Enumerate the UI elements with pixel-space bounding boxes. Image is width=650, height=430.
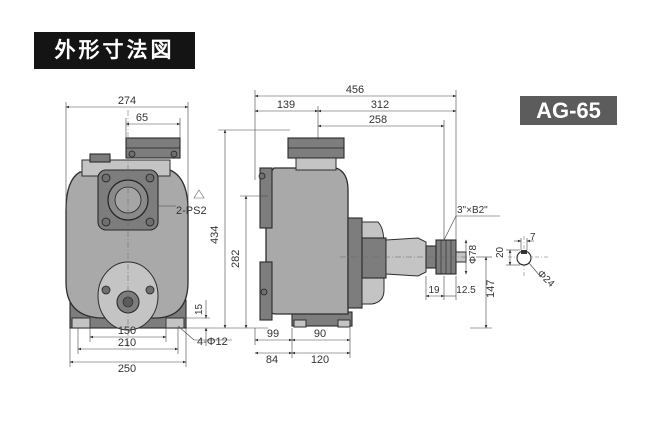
inlet-distance-label: 139 bbox=[277, 99, 295, 111]
base-part1-label: 99 bbox=[267, 328, 279, 340]
base-span1-label: 84 bbox=[266, 354, 278, 366]
bearing-housing bbox=[361, 237, 387, 279]
bolt-span-label: 150 bbox=[118, 325, 136, 337]
pulley-dia-label: Φ78 bbox=[468, 244, 479, 264]
drawing-title: 外形寸法図 bbox=[34, 32, 195, 69]
base-overall-label: 250 bbox=[118, 363, 136, 375]
port-size-label: 2-PS2 bbox=[176, 205, 207, 217]
mount-holes-label: 4-Φ12 bbox=[197, 336, 228, 348]
base-span2-label: 120 bbox=[311, 354, 329, 366]
shaft-dia-label: Φ24 bbox=[535, 268, 557, 290]
flange-distance-label: 258 bbox=[369, 114, 387, 126]
key-detail: 7 20 Φ24 bbox=[495, 232, 556, 290]
front-view: 274 65 2-PS2 150 210 250 15 4-Φ12 434 bbox=[65, 95, 290, 375]
shaft-len-label: 19 bbox=[428, 285, 440, 296]
overall-length-label: 456 bbox=[346, 84, 364, 96]
key-width-label: 7 bbox=[530, 232, 536, 243]
pump-casing-side bbox=[265, 167, 349, 315]
front-width-label: 274 bbox=[118, 95, 136, 107]
overall-height-label: 434 bbox=[209, 226, 221, 244]
shaft-height-label: 147 bbox=[485, 280, 497, 298]
center-height-label: 282 bbox=[230, 250, 242, 268]
shaft-end-label: 312 bbox=[371, 99, 389, 111]
base-height-label: 15 bbox=[194, 303, 205, 315]
side-view: 456 139 312 258 282 99 90 84 120 3"×B2" … bbox=[230, 84, 500, 366]
key-height-label: 20 bbox=[495, 246, 506, 258]
base-part2-label: 90 bbox=[314, 328, 326, 340]
shaft-len2-label: 12.5 bbox=[456, 285, 476, 296]
base-inner-label: 210 bbox=[118, 337, 136, 349]
flange-width-label: 65 bbox=[136, 112, 148, 124]
pulley-spec-label: 3"×B2" bbox=[457, 205, 488, 216]
model-badge: AG-65 bbox=[520, 96, 617, 125]
